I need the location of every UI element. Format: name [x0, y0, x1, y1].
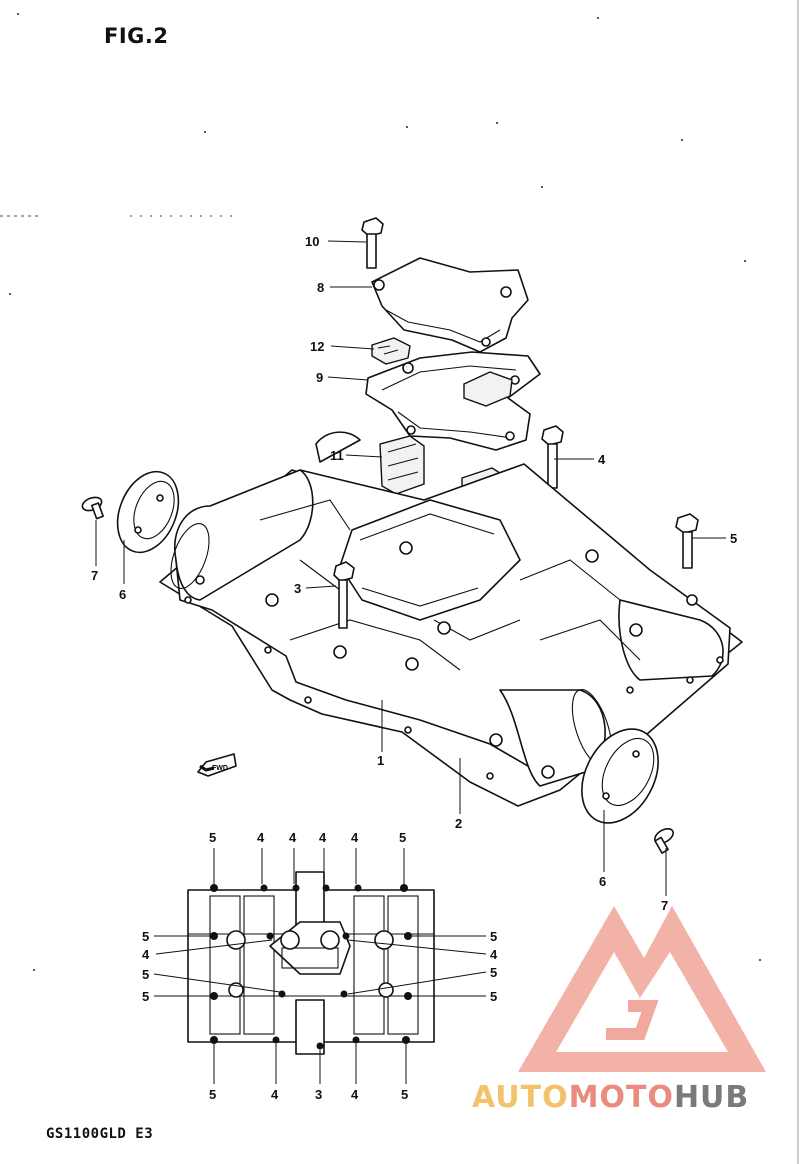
watermark-wordmark: AUTOMOTOHUB — [472, 1080, 749, 1115]
callout-6-right: 6 — [599, 874, 606, 889]
watermark-logo — [518, 906, 766, 1072]
bolt-map-top-5: 4 — [351, 830, 359, 845]
callout-11: 11 — [330, 448, 344, 463]
callout-7-left: 7 — [91, 568, 98, 583]
callout-6-left: 6 — [119, 587, 126, 602]
screw-7-left — [81, 496, 104, 520]
callout-5: 5 — [730, 531, 737, 546]
bolt-map-bottom-3: 3 — [315, 1087, 322, 1102]
callout-10: 10 — [305, 234, 319, 249]
screw-7-right — [654, 827, 674, 854]
bolt-map-right-2: 4 — [490, 947, 498, 962]
bolt-5 — [675, 513, 699, 569]
callout-8: 8 — [317, 280, 324, 295]
bolt-map-right-4: 5 — [490, 989, 497, 1004]
callout-labels: 10 8 12 9 11 4 5 7 6 3 1 2 6 7 — [91, 234, 737, 913]
bolt-map: 5 4 4 4 4 5 5 4 5 5 5 4 5 5 5 4 3 4 5 — [142, 830, 498, 1102]
bolt-map-top-3: 4 — [289, 830, 297, 845]
callout-9: 9 — [316, 370, 323, 385]
bolt-3 — [333, 561, 355, 629]
callout-12: 12 — [310, 339, 324, 354]
bolt-map-left-3: 5 — [142, 967, 149, 982]
block-12 — [371, 337, 411, 365]
bolt-map-bottom-5: 5 — [401, 1087, 408, 1102]
gasket-9 — [365, 351, 541, 451]
bolt-map-left-1: 5 — [142, 929, 149, 944]
end-cap-6-right — [581, 728, 659, 824]
bolt-map-top-6: 5 — [399, 830, 406, 845]
bolt-10 — [361, 217, 384, 269]
bolt-map-bottom-1: 5 — [209, 1087, 216, 1102]
fwd-label: FWD — [212, 765, 228, 772]
bolt-map-top-2: 4 — [257, 830, 265, 845]
bolt-map-bottom-4: 4 — [351, 1087, 359, 1102]
watermark-part-auto: AUTO — [472, 1080, 569, 1115]
callout-3: 3 — [294, 581, 301, 596]
bolt-map-right-1: 5 — [490, 929, 497, 944]
callout-2: 2 — [455, 816, 462, 831]
bolt-map-top-4: 4 — [319, 830, 327, 845]
figure-title: FIG.2 — [104, 24, 169, 48]
bolt-map-left-2: 4 — [142, 947, 150, 962]
watermark-part-moto: MOTO — [568, 1080, 674, 1115]
bolt-map-top-1: 5 — [209, 830, 216, 845]
end-cap-6-left — [116, 470, 180, 554]
callout-leaders — [95, 240, 726, 896]
bolt-map-left-4: 5 — [142, 989, 149, 1004]
callout-4: 4 — [598, 452, 606, 467]
forward-direction-arrow: FWD — [197, 753, 237, 777]
head-cover-1 — [159, 431, 743, 807]
callout-7-right: 7 — [661, 898, 668, 913]
bolt-4 — [541, 425, 564, 489]
bolt-map-bottom-2: 4 — [271, 1087, 279, 1102]
watermark-part-hub: HUB — [673, 1080, 750, 1115]
bolt-map-right-3: 5 — [490, 965, 497, 980]
callout-1: 1 — [377, 753, 384, 768]
model-code: GS1100GLD E3 — [46, 1126, 154, 1142]
cover-plate-8 — [371, 257, 529, 353]
